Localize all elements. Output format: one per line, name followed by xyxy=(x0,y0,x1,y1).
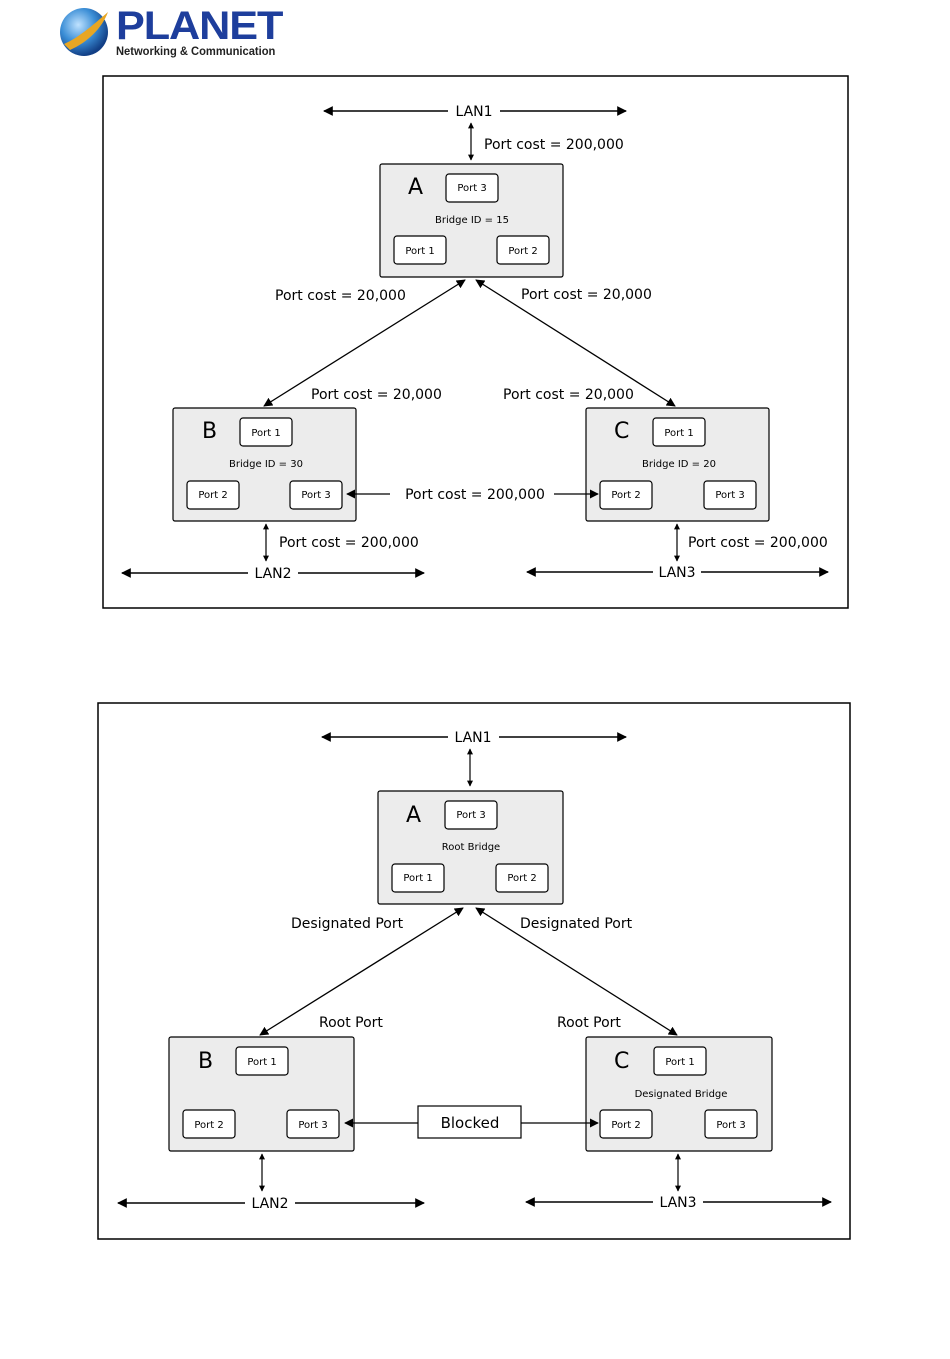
root-bridge-a: A Port 3 Root Bridge Port 1 Port 2 xyxy=(377,790,564,905)
bridge-c-port-top-label: Port 1 xyxy=(665,1057,694,1068)
a-right-designated-port-label: Designated Port xyxy=(520,916,633,932)
bridge-c-port-right-label: Port 3 xyxy=(716,1120,745,1131)
bridge-c-port-right xyxy=(703,480,757,510)
bridge-a-port-left xyxy=(391,863,445,893)
bridge-c-port-left xyxy=(599,480,653,510)
bridge-c: C Port 1 Bridge ID = 20 Port 2 Port 3 xyxy=(585,407,770,522)
bridge-b-port-right-label: Port 3 xyxy=(298,1120,327,1131)
bridge-a-port-right xyxy=(496,235,550,265)
bridge-a-port-top-label: Port 3 xyxy=(456,810,485,821)
bridge-a-info: Bridge ID = 15 xyxy=(435,215,509,226)
lan2-label: LAN2 xyxy=(254,566,291,582)
bridge-a-port-right-label: Port 2 xyxy=(508,246,537,257)
logo-tagline: Networking & Communication xyxy=(116,44,276,58)
diagram-frame xyxy=(102,75,849,609)
link-a-c xyxy=(475,279,676,407)
bridge-b-port-left-label: Port 2 xyxy=(198,490,227,501)
bridge-b-port-left-label: Port 2 xyxy=(194,1120,223,1131)
c-root-port-label: Root Port xyxy=(557,1015,621,1031)
link-a-b xyxy=(259,907,464,1036)
link-a-b xyxy=(263,279,466,407)
bridge-a-port-right-label: Port 2 xyxy=(507,873,536,884)
bridge-b-port-top-label: Port 1 xyxy=(247,1057,276,1068)
bridge-b-info: Bridge ID = 30 xyxy=(229,459,303,470)
globe-icon xyxy=(60,8,108,56)
lan2-cost-label: Port cost = 200,000 xyxy=(279,535,419,551)
a-right-cost-label: Port cost = 20,000 xyxy=(521,287,652,303)
bridge-c-letter: C xyxy=(614,1049,629,1074)
lan3-cost-label: Port cost = 200,000 xyxy=(688,535,828,551)
bridge-c-port-left-label: Port 2 xyxy=(611,1120,640,1131)
bridge-b-letter: B xyxy=(202,419,217,444)
a-left-cost-label: Port cost = 20,000 xyxy=(275,288,406,304)
lan3-label: LAN3 xyxy=(659,1195,696,1211)
bridge-c-letter: C xyxy=(614,419,629,444)
bc-cost-label: Port cost = 200,000 xyxy=(405,487,545,503)
lan1-cost-label: Port cost = 200,000 xyxy=(484,137,624,153)
stp-port-cost-diagram: LAN1 Port cost = 200,000 A Port 3 Bridge… xyxy=(102,75,849,609)
blocked-label: Blocked xyxy=(441,1114,500,1132)
bridge-c-port-top xyxy=(653,1046,707,1076)
bridge-c-port-top xyxy=(652,417,706,447)
bridge-c-port-left xyxy=(599,1109,653,1139)
lan2-label: LAN2 xyxy=(251,1196,288,1212)
bridge-c-info: Bridge ID = 20 xyxy=(642,459,716,470)
bridge-a-port-right xyxy=(495,863,549,893)
blocked-box xyxy=(417,1105,522,1139)
b-root-port-label: Root Port xyxy=(319,1015,383,1031)
bridge-b: B Port 1 Port 2 Port 3 xyxy=(168,1036,355,1152)
bridge-b-port-top xyxy=(235,1046,289,1076)
link-a-c xyxy=(475,907,678,1036)
bridge-c-info: Designated Bridge xyxy=(635,1089,728,1100)
bridge-b-port-top-label: Port 1 xyxy=(251,428,280,439)
stp-topology-diagram: LAN1 A Port 3 Root Bridge Port 1 Port 2 … xyxy=(97,702,851,1240)
bridge-a-port-left-label: Port 1 xyxy=(403,873,432,884)
b-top-cost-label: Port cost = 20,000 xyxy=(311,387,442,403)
bridge-b: B Port 1 Bridge ID = 30 Port 2 Port 3 xyxy=(172,407,357,522)
bridge-a: A Port 3 Bridge ID = 15 Port 1 Port 2 xyxy=(379,163,564,278)
designated-bridge-c: C Port 1 Designated Bridge Port 2 Port 3 xyxy=(585,1036,773,1152)
bridge-a-letter: A xyxy=(406,803,421,828)
logo-brand: PLANET xyxy=(116,4,283,48)
bridge-b-port-right-label: Port 3 xyxy=(301,490,330,501)
bridge-a-port-top xyxy=(444,800,498,830)
lan3-label: LAN3 xyxy=(658,565,695,581)
bridge-c-port-left-label: Port 2 xyxy=(611,490,640,501)
bridge-b-port-right xyxy=(286,1109,340,1139)
bridge-a-port-left xyxy=(393,235,447,265)
lan1-label: LAN1 xyxy=(455,104,492,120)
bridge-a-port-left-label: Port 1 xyxy=(405,246,434,257)
bridge-b-port-left xyxy=(182,1109,236,1139)
bridge-b-port-top xyxy=(239,417,293,447)
bridge-b-port-right xyxy=(289,480,343,510)
bridge-a-info: Root Bridge xyxy=(442,842,500,853)
c-top-cost-label: Port cost = 20,000 xyxy=(503,387,634,403)
bridge-c-port-right-label: Port 3 xyxy=(715,490,744,501)
bridge-b-letter: B xyxy=(198,1049,213,1074)
bridge-a-port-top-label: Port 3 xyxy=(457,183,486,194)
diagram-frame xyxy=(97,702,851,1240)
bridge-c-port-top-label: Port 1 xyxy=(664,428,693,439)
bridge-c-port-right xyxy=(704,1109,758,1139)
a-left-designated-port-label: Designated Port xyxy=(291,916,404,932)
lan1-label: LAN1 xyxy=(454,730,491,746)
planet-logo: PLANET Networking & Communication xyxy=(58,4,283,62)
bridge-a-letter: A xyxy=(408,175,423,200)
bridge-a-port-top xyxy=(445,173,499,203)
bridge-b-port-left xyxy=(186,480,240,510)
